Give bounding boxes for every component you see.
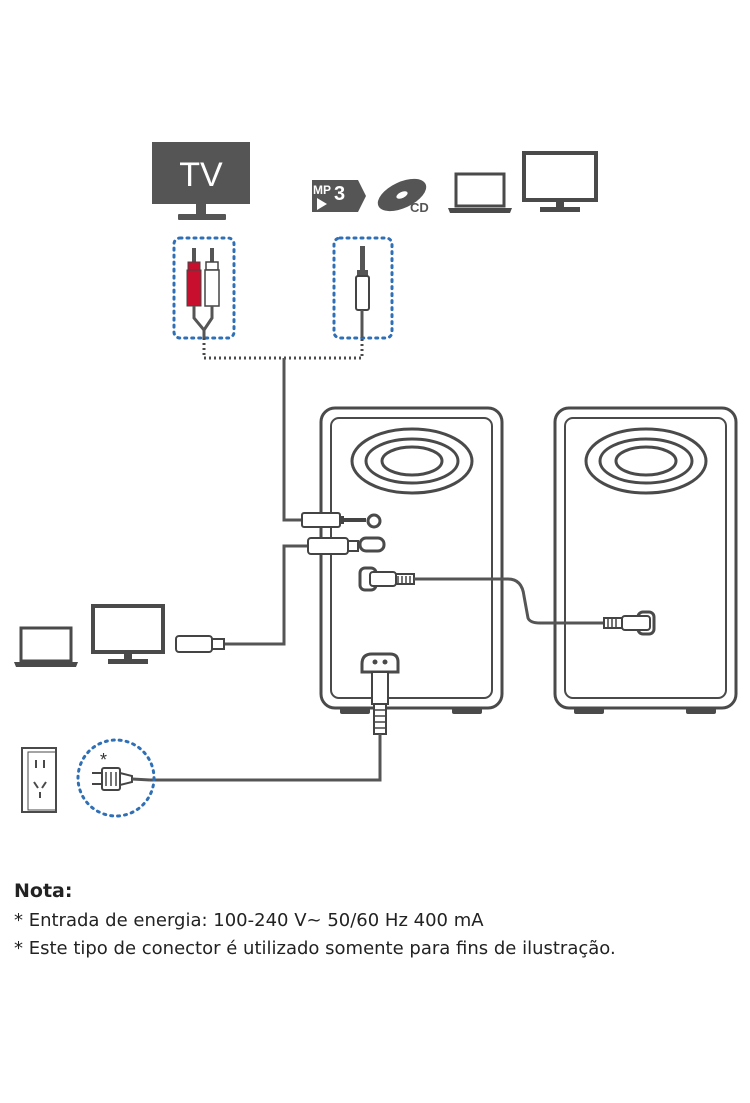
aux-3.5mm-plug xyxy=(332,236,394,340)
ac-power-socket xyxy=(360,652,400,674)
mp3-player-icon: MP 3 xyxy=(312,180,366,212)
power-cable xyxy=(150,671,389,782)
aux-cable xyxy=(282,358,366,528)
tv-icon: TV xyxy=(152,142,250,220)
notes-title: Nota: xyxy=(14,880,73,902)
plug-asterisk: * xyxy=(100,750,107,770)
notes-section: Nota: * Entrada de energia: 100-240 V~ 5… xyxy=(14,880,734,966)
usb-c-cable xyxy=(175,537,359,653)
laptop-icon xyxy=(448,172,512,213)
input-join-line xyxy=(202,338,364,360)
mp3-number: 3 xyxy=(334,183,345,205)
laptop-icon xyxy=(14,626,78,667)
mp3-label: MP xyxy=(313,183,331,197)
tv-label: TV xyxy=(179,156,223,194)
passive-speaker xyxy=(553,406,738,714)
usb-c-port xyxy=(358,536,386,553)
rca-plugs xyxy=(172,236,236,340)
note-connector-illustration: * Este tipo de conector é utilizado some… xyxy=(14,938,616,959)
active-speaker xyxy=(319,406,504,714)
speaker-link-cable xyxy=(369,571,651,631)
monitor-icon xyxy=(91,604,165,664)
cd-icon: CD xyxy=(377,178,429,215)
note-power-input: * Entrada de energia: 100-240 V~ 50/60 H… xyxy=(14,910,484,931)
cd-label: CD xyxy=(410,200,429,215)
monitor-icon xyxy=(522,151,598,212)
aux-input-jack xyxy=(366,513,382,529)
connection-diagram: TV MP 3 CD xyxy=(14,142,738,818)
power-plug-icon: * xyxy=(76,738,156,818)
wall-outlet-icon xyxy=(21,747,57,813)
